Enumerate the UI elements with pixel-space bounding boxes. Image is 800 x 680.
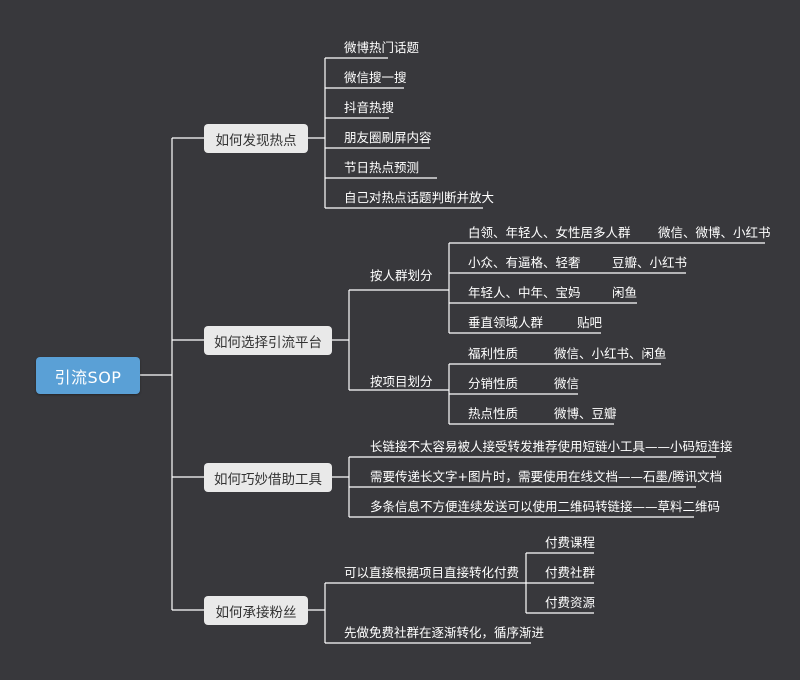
crowd-row-1[interactable]: 白领、年轻人、女性居多人群 [468,225,631,240]
project-row-3[interactable]: 热点性质 [468,406,519,421]
leaf-paid-resource[interactable]: 付费资源 [545,595,596,610]
branch-fans[interactable]: 如何承接粉丝 [204,596,308,625]
project-row-3-platforms[interactable]: 微博、豆瓣 [554,406,617,421]
crowd-row-3-platforms[interactable]: 闲鱼 [612,285,638,300]
leaf-hotspot-2[interactable]: 微信搜一搜 [344,70,407,85]
leaf-hotspot-1[interactable]: 微博热门话题 [344,40,420,55]
branch-platform[interactable]: 如何选择引流平台 [204,326,332,355]
branch-tools[interactable]: 如何巧妙借助工具 [204,463,332,492]
leaf-tools-3[interactable]: 多条信息不方便连续发送可以使用二维码转链接——草料二维码 [370,499,721,514]
sub-by-crowd[interactable]: 按人群划分 [370,268,433,283]
sub-by-project[interactable]: 按项目划分 [370,374,433,389]
crowd-row-4[interactable]: 垂直领域人群 [468,315,544,330]
leaf-paid-course[interactable]: 付费课程 [545,535,596,550]
crowd-row-2[interactable]: 小众、有逼格、轻奢 [468,255,581,270]
root-topic[interactable]: 引流SOP [36,357,140,394]
branch-hotspot[interactable]: 如何发现热点 [204,124,308,153]
leaf-tools-1[interactable]: 长链接不太容易被人接受转发推荐使用短链小工具——小码短连接 [370,439,733,454]
leaf-tools-2[interactable]: 需要传递长文字+图片时，需要使用在线文档——石墨/腾讯文档 [370,469,723,484]
leaf-hotspot-6[interactable]: 自己对热点话题判断并放大 [344,190,495,205]
leaf-hotspot-3[interactable]: 抖音热搜 [344,100,395,115]
project-row-1-platforms[interactable]: 微信、小红书、闲鱼 [554,346,667,361]
leaf-paid-community[interactable]: 付费社群 [545,565,596,580]
crowd-row-4-platforms[interactable]: 贴吧 [577,315,603,330]
project-row-1[interactable]: 福利性质 [468,346,519,361]
leaf-free-community[interactable]: 先做免费社群在逐渐转化，循序渐进 [344,625,545,640]
sub-direct-conversion[interactable]: 可以直接根据项目直接转化付费 [344,565,520,580]
crowd-row-2-platforms[interactable]: 豆瓣、小红书 [612,255,688,270]
leaf-hotspot-5[interactable]: 节日热点预测 [344,160,420,175]
crowd-row-3[interactable]: 年轻人、中年、宝妈 [468,285,581,300]
project-row-2-platforms[interactable]: 微信 [554,376,580,391]
leaf-hotspot-4[interactable]: 朋友圈刷屏内容 [344,130,432,145]
project-row-2[interactable]: 分销性质 [468,376,519,391]
crowd-row-1-platforms[interactable]: 微信、微博、小红书 [658,225,771,240]
